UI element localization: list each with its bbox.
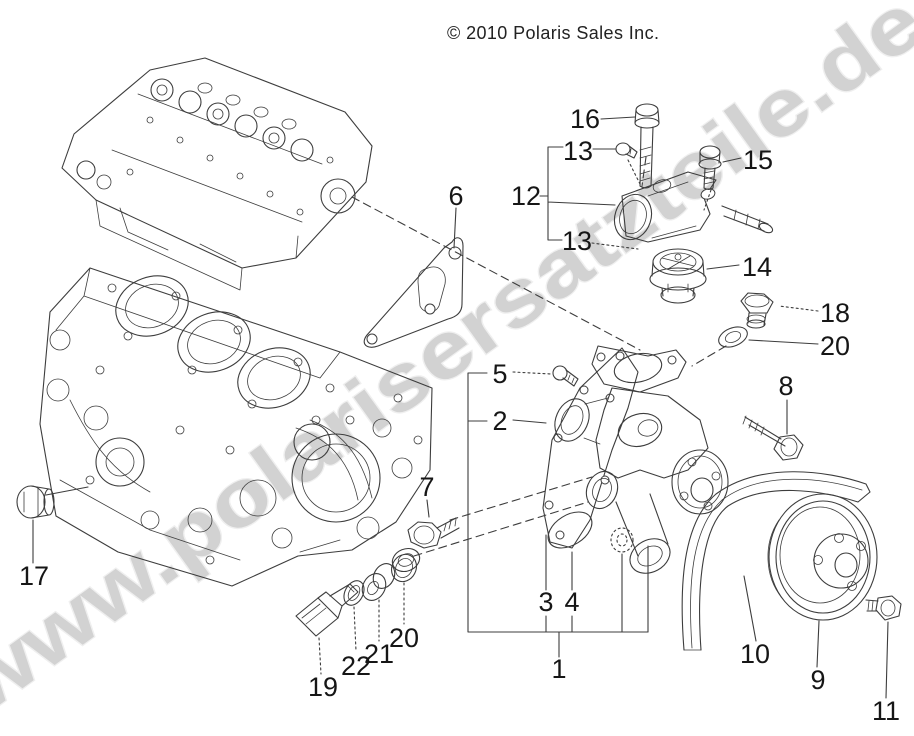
bolt-8 — [742, 415, 804, 461]
callout-22: 22 — [341, 651, 371, 681]
washer-20-right — [718, 326, 748, 348]
callout-8: 8 — [778, 371, 793, 401]
callout-14: 14 — [742, 252, 772, 282]
thermostat-14 — [649, 248, 707, 304]
callout-17: 17 — [19, 561, 49, 591]
callout-20: 20 — [389, 623, 419, 653]
callout-18: 18 — [820, 298, 850, 328]
callout-13: 13 — [563, 136, 593, 166]
callout-19: 19 — [308, 672, 338, 702]
callout-11: 11 — [872, 696, 900, 726]
screw-13 — [615, 142, 638, 159]
pulley-9 — [767, 493, 878, 621]
plug-18 — [740, 292, 774, 329]
bolt-16 — [634, 103, 660, 189]
callout-20: 20 — [820, 331, 850, 361]
copyright-text: © 2010 Polaris Sales Inc. — [447, 23, 659, 43]
leader-lines — [32, 116, 889, 699]
callout-6: 6 — [448, 181, 463, 211]
callout-21: 21 — [364, 639, 394, 669]
bolt-7 — [407, 517, 460, 549]
callout-4: 4 — [564, 587, 579, 617]
sensor-19 — [295, 583, 359, 637]
bolt-15 — [698, 145, 722, 191]
callout-16: 16 — [570, 104, 600, 134]
bracket-gasket-6 — [363, 237, 464, 348]
callout-5: 5 — [492, 359, 507, 389]
water-pump-assembly — [554, 345, 729, 574]
callout-3: 3 — [538, 587, 553, 617]
callout-7: 7 — [419, 472, 434, 502]
callout-13: 13 — [562, 226, 592, 256]
callout-1: 1 — [551, 654, 566, 684]
bolt-11 — [865, 595, 902, 621]
belt-10 — [681, 471, 871, 651]
callout-10: 10 — [740, 639, 770, 669]
thermostat-housing-12 — [613, 171, 774, 243]
callout-9: 9 — [810, 665, 825, 695]
engine-block-drawing — [39, 267, 433, 587]
callout-15: 15 — [743, 145, 773, 175]
plug-17 — [16, 485, 55, 519]
screw-5 — [552, 365, 579, 387]
fitting-21 — [361, 563, 396, 601]
cylinder-head-drawing — [61, 57, 373, 291]
oring-20-left — [390, 553, 418, 583]
washer-22 — [343, 580, 365, 606]
callout-12: 12 — [511, 181, 541, 211]
callout-2: 2 — [492, 406, 507, 436]
